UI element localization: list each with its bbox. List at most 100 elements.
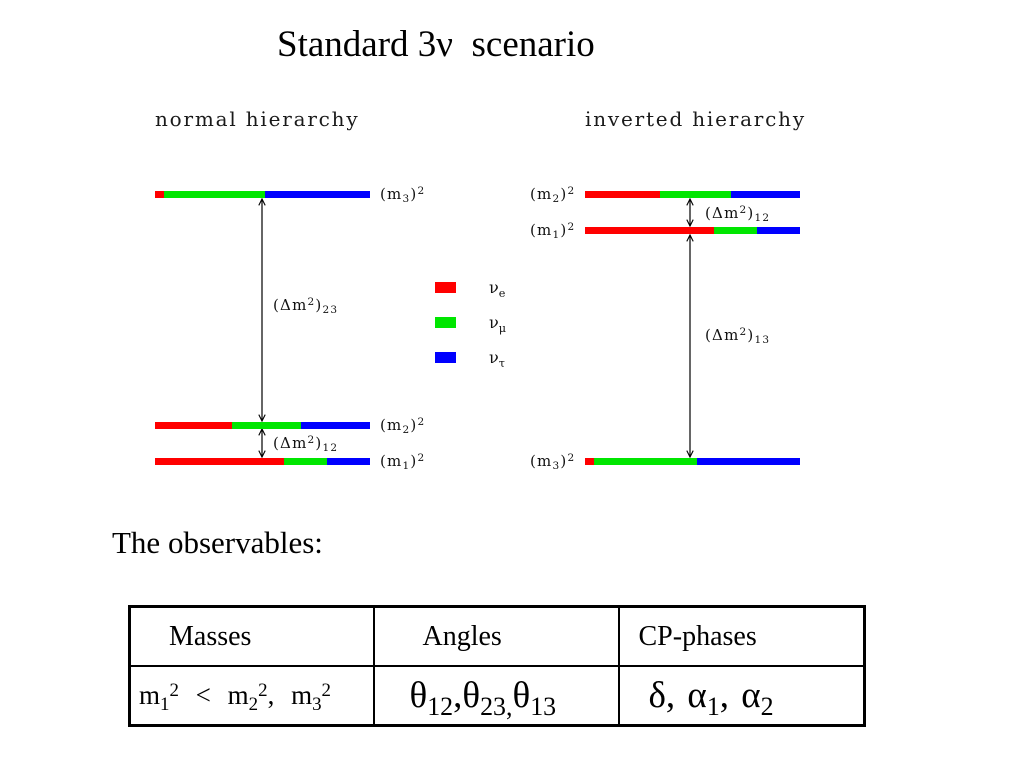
slide-title: Standard 3ν scenario	[277, 24, 595, 65]
label-prefix: (m	[530, 185, 553, 203]
mass-index-subscript: 2	[248, 694, 259, 716]
nu-e-segment	[585, 191, 661, 198]
nu-tau-segment	[696, 458, 800, 465]
nu-tau-segment	[301, 422, 370, 429]
normal-level-m1-bar	[155, 458, 370, 465]
nu-tau-legend-swatch	[435, 352, 456, 363]
label-prefix: (m	[530, 452, 553, 470]
nu-symbol: ν	[489, 348, 499, 367]
label-prefix: (Δm	[273, 434, 308, 452]
nu-tau-segment	[757, 227, 800, 234]
nu-mu-segment	[232, 422, 302, 429]
angle-symbol: θ	[409, 675, 428, 716]
label-prefix: (Δm	[705, 204, 740, 222]
phase-index-subscript: 2	[760, 692, 774, 722]
nu-e-segment	[155, 191, 164, 198]
splitting-index-subscript: 12	[754, 212, 771, 225]
label-suffix: )	[560, 185, 568, 203]
inverted-level-m2-label: (m2)2	[530, 185, 576, 205]
label-suffix: )	[560, 452, 568, 470]
label-suffix: )	[410, 416, 418, 434]
mass-index-subscript: 3	[552, 460, 561, 473]
mass-index-subscript: 2	[402, 424, 411, 437]
flavor-subscript: e	[498, 286, 506, 300]
normal-hierarchy-heading: normal hierarchy	[155, 107, 360, 131]
nu-tau-legend-label: ντ	[489, 348, 505, 370]
nu-mu-legend-label: νμ	[489, 313, 507, 335]
nu-mu-segment	[714, 227, 757, 234]
mass-index-subscript: 1	[402, 460, 411, 473]
label-suffix: )	[747, 326, 755, 344]
label-prefix: (m	[530, 221, 553, 239]
cp-phases-cell: δ, α1, α2	[617, 665, 866, 727]
observables-table: Masses Angles CP-phases m12 < m22, m32 θ…	[128, 605, 866, 727]
nu-tau-segment	[264, 191, 370, 198]
nu-tau-segment	[327, 458, 370, 465]
normal-level-m1-label: (m1)2	[380, 452, 426, 473]
normal-level-m2-label: (m2)2	[380, 416, 426, 437]
nu-mu-legend-swatch	[435, 317, 456, 328]
squared-superscript: 2	[307, 296, 316, 309]
inverted-level-m1-bar	[585, 227, 800, 234]
mass-symbol: , m	[267, 680, 313, 710]
label-suffix: )	[315, 296, 323, 314]
observables-intro: The observables:	[112, 525, 323, 560]
normal-level-m2-bar	[155, 422, 370, 429]
angles-cell: θ12,θ23,θ13	[372, 665, 620, 727]
nu-e-segment	[585, 227, 714, 234]
nu-symbol: ν	[489, 313, 499, 332]
flavor-subscript: μ	[498, 321, 507, 335]
squared-superscript: 2	[739, 326, 748, 339]
label-suffix: )	[747, 204, 755, 222]
squared-superscript: 2	[169, 679, 179, 701]
squared-superscript: 2	[739, 204, 748, 217]
angle-index-subscript: 13	[530, 692, 557, 722]
label-prefix: (Δm	[273, 296, 308, 314]
label-suffix: )	[410, 185, 418, 203]
squared-superscript: 2	[321, 679, 331, 701]
label-suffix: )	[315, 434, 323, 452]
splitting-index-subscript: 12	[322, 442, 339, 455]
nu-symbol: ν	[489, 278, 499, 297]
angles-header: Angles	[372, 605, 620, 667]
phase-symbol: δ, α	[648, 675, 707, 716]
angle-symbol: ,θ	[453, 675, 481, 716]
squared-superscript: 2	[417, 416, 426, 429]
inverted-level-m1-label: (m1)2	[530, 221, 576, 241]
label-prefix: (m	[380, 185, 403, 203]
squared-superscript: 2	[258, 679, 268, 701]
inverted-level-m3-bar	[585, 458, 800, 465]
squared-superscript: 2	[567, 452, 576, 465]
squared-superscript: 2	[567, 185, 576, 198]
nu-e-segment	[155, 458, 284, 465]
label-prefix: (m	[380, 452, 403, 470]
mass-index-subscript: 3	[402, 193, 411, 206]
mass-symbol: < m	[178, 680, 249, 710]
splitting-index-subscript: 23	[322, 304, 339, 317]
mass-symbol: m	[139, 680, 161, 710]
phase-symbol: , α	[719, 675, 761, 716]
nu-tau-segment	[731, 191, 800, 198]
nu-e-legend-label: νe	[489, 278, 506, 300]
squared-superscript: 2	[567, 221, 576, 234]
normal-delta-m23-label: (Δm2)23	[273, 296, 339, 317]
inverted-level-m3-label: (m3)2	[530, 452, 576, 473]
nu-e-legend-swatch	[435, 282, 456, 293]
normal-delta-m12-label: (Δm2)12	[273, 434, 339, 455]
mass-index-subscript: 1	[160, 694, 170, 716]
label-suffix: )	[560, 221, 568, 239]
angle-index-subscript: 23,	[480, 692, 513, 722]
masses-cell: m12 < m22, m32	[128, 665, 375, 727]
nu-e-segment	[155, 422, 233, 429]
squared-superscript: 2	[307, 434, 316, 447]
splitting-index-subscript: 13	[754, 334, 771, 347]
label-prefix: (Δm	[705, 326, 740, 344]
flavor-subscript: τ	[498, 356, 505, 370]
nu-mu-segment	[284, 458, 327, 465]
inverted-level-m2-bar	[585, 191, 800, 198]
inverted-delta-m12-label: (Δm2)12	[705, 204, 771, 225]
normal-level-m3-label: (m3)2	[380, 185, 425, 206]
nu-e-segment	[585, 458, 594, 465]
squared-superscript: 2	[417, 452, 426, 465]
angle-symbol: θ	[512, 675, 531, 716]
